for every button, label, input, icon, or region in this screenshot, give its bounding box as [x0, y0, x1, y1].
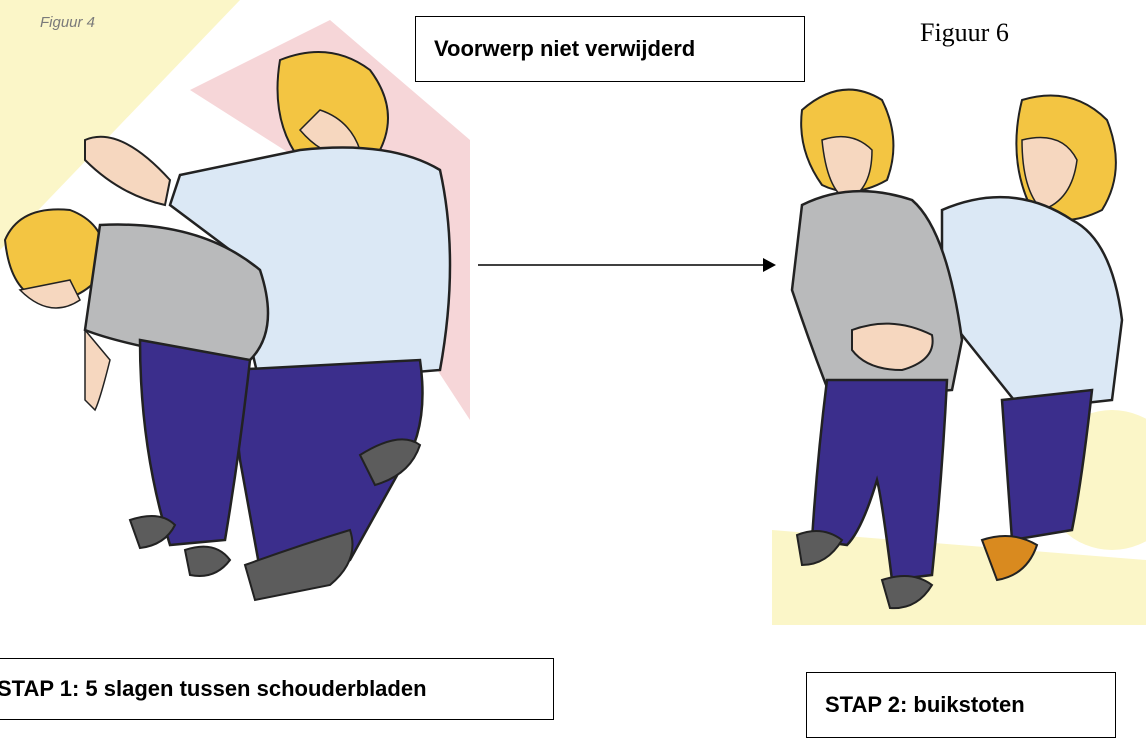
callout-step2: STAP 2: buikstoten: [806, 672, 1116, 738]
callout-object-not-removed-text: Voorwerp niet verwijderd: [434, 36, 695, 62]
callout-step1-text: STAP 1: 5 slagen tussen schouderbladen: [0, 676, 427, 702]
figure-label-left: Figuur 4: [40, 14, 95, 31]
figure-label-right: Figuur 6: [920, 18, 1009, 48]
choking-person: [5, 209, 268, 576]
illustration-abdominal-thrusts: [772, 60, 1146, 625]
callout-step2-text: STAP 2: buikstoten: [825, 692, 1025, 718]
choking-person: [792, 90, 962, 609]
callout-step1: STAP 1: 5 slagen tussen schouderbladen: [0, 658, 554, 720]
illustration-back-blows: [0, 0, 470, 610]
arrow-icon: [478, 255, 778, 275]
callout-object-not-removed: Voorwerp niet verwijderd: [415, 16, 805, 82]
